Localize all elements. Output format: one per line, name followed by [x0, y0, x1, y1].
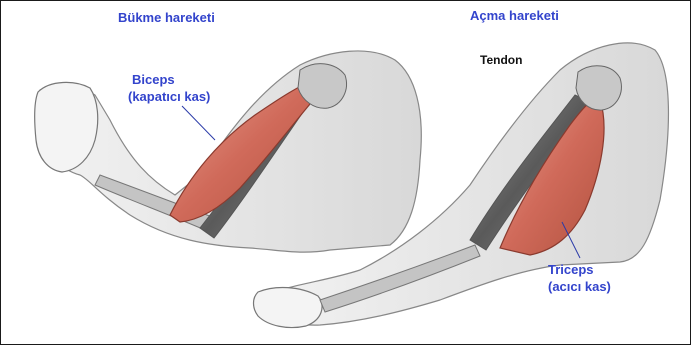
biceps-label: Biceps: [132, 72, 175, 88]
right-hand: [254, 287, 323, 327]
flexion-title: Bükme hareketi: [118, 10, 215, 26]
biceps-role-label: (kapatıcı kas): [128, 89, 210, 105]
triceps-label: Triceps: [548, 262, 594, 278]
left-arm-flexion: [35, 51, 422, 252]
tendon-label: Tendon: [480, 52, 522, 68]
extension-title: Açma hareketi: [470, 8, 559, 24]
triceps-role-label: (acıcı kas): [548, 279, 611, 295]
biceps-pointer-line: [182, 106, 215, 140]
